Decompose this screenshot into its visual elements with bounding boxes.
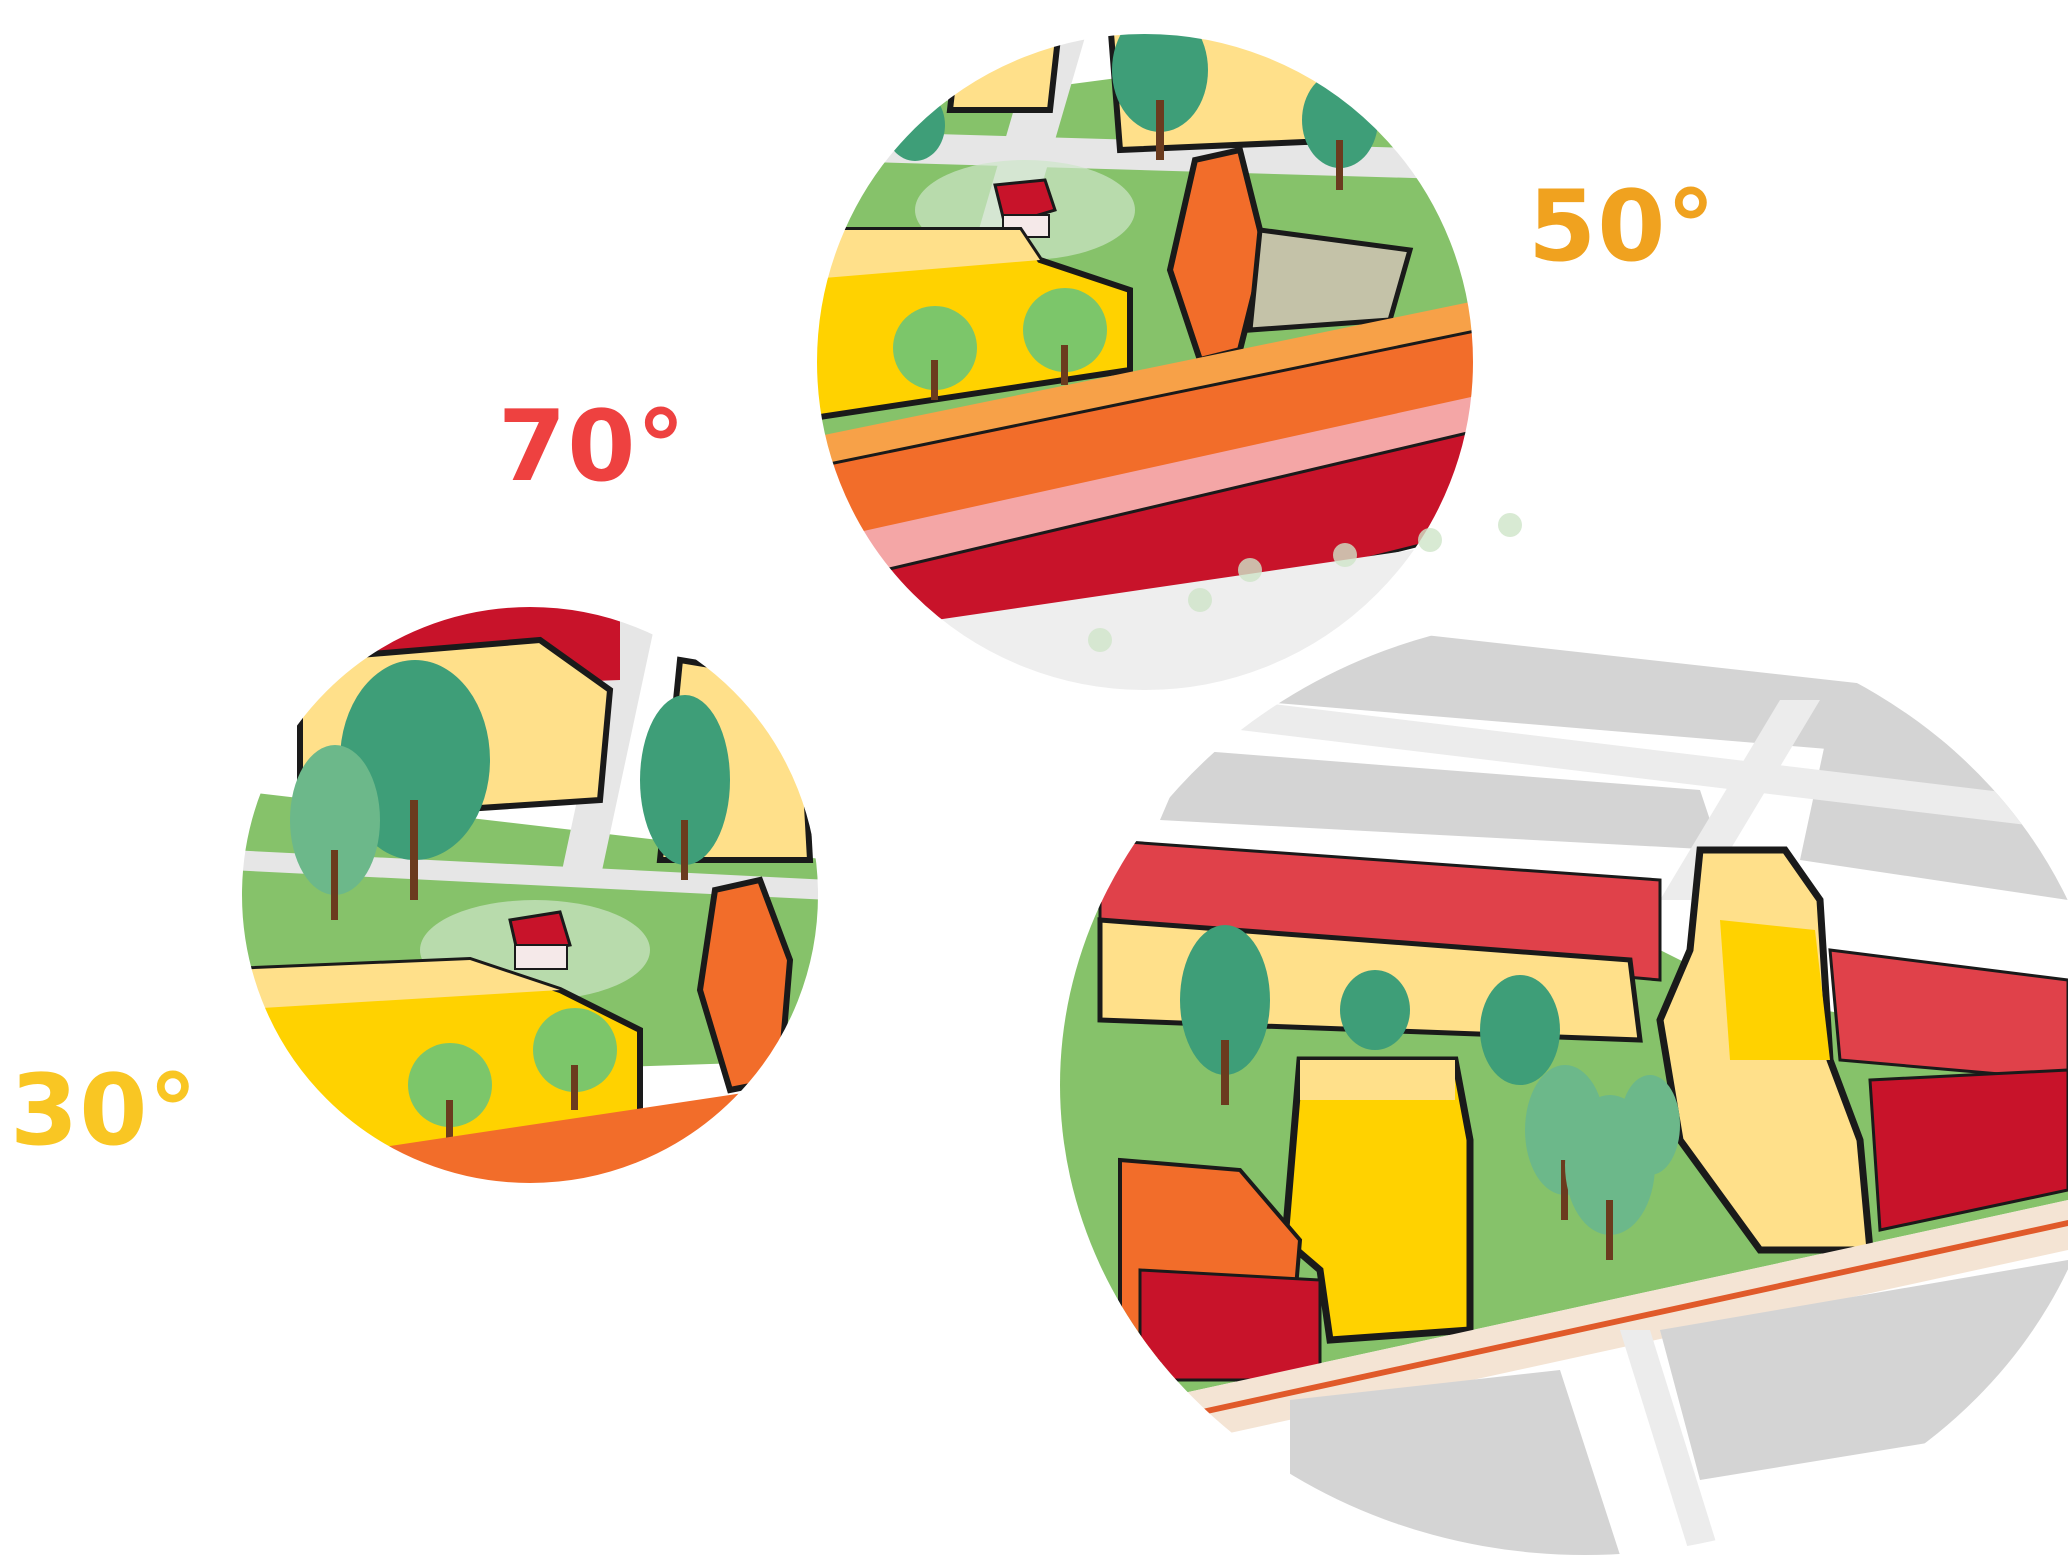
tree-icon [1340,970,1410,1050]
neighborhood-view-main [1060,610,2068,1555]
neighborhood-view-left [230,600,830,1200]
angle-label-50: 50° [1528,178,1716,276]
angle-label-30: 30° [10,1062,198,1160]
pavilion-icon [510,912,570,969]
tree-icon [1620,1075,1680,1175]
tree-icon [1480,975,1560,1085]
angle-label-70: 70° [498,398,686,496]
neighborhood-view-top [800,8,1500,720]
